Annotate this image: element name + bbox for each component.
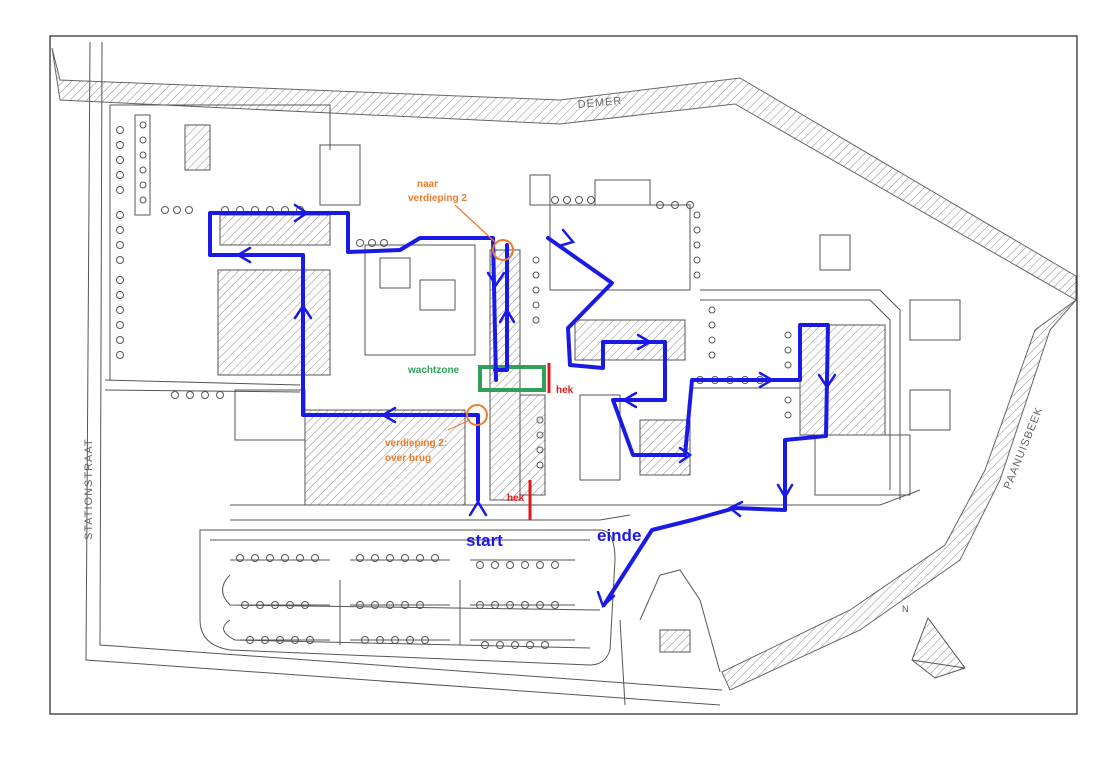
stream-east: [721, 299, 1077, 691]
gate-label-upper: hek: [556, 385, 574, 396]
waiting-zone-label: wachtzone: [407, 365, 460, 376]
upper-access-label-line1: naar: [417, 179, 438, 190]
buildings: [184, 124, 886, 653]
dot-rows: [116, 121, 792, 649]
waiting-zone-box: [478, 365, 546, 392]
building-outlines: [134, 114, 961, 496]
parking-area: [199, 529, 616, 666]
start-label: start: [466, 531, 503, 550]
route-arrows: [235, 203, 837, 609]
river-demer: [51, 47, 1077, 301]
west-street-label: STATIONSTRAAT: [83, 438, 95, 540]
end-label: einde: [597, 526, 641, 545]
north-label: N: [902, 604, 909, 614]
gate-label-lower: hek: [507, 493, 525, 504]
north-arrow-icon: N: [902, 604, 966, 679]
river-label: DEMER: [577, 95, 623, 111]
lower-access-label-line2: over brug: [385, 453, 431, 464]
route-path: [208, 211, 830, 607]
upper-access-label-line2: verdieping 2: [408, 193, 467, 204]
access-markers: [447, 204, 514, 431]
lower-access-label-line1: verdieping 2:: [385, 438, 447, 449]
